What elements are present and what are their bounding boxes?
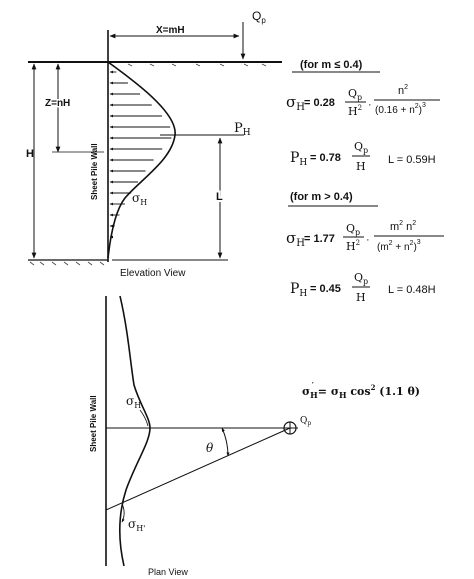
plan-sigma-leader (139, 409, 149, 427)
equations-panel: (for m ≤ 0.4) σH = 0.28 Qp H2 · n2 (0.16… (286, 59, 444, 304)
plan-load-label: Qp (300, 416, 311, 427)
plan-wall-label: Sheet Pile Wall (89, 395, 98, 452)
svg-text:(0.16 + n2)3: (0.16 + n2)3 (375, 102, 426, 116)
svg-text:H: H (356, 291, 366, 304)
case2-p-equation: PH = 0.45 Qp H L = 0.48H (290, 271, 436, 304)
case1-sigma-equation: σH = 0.28 Qp H2 · n2 (0.16 + n2)3 (286, 84, 440, 118)
svg-text:PH: PH (290, 281, 307, 299)
elevation-wall-label: Sheet Pile Wall (90, 143, 99, 200)
plan-caption: Plan View (148, 567, 188, 577)
pressure-distribution-curve (107, 61, 176, 259)
plan-view: σH′= σH cos2 (1.1 θ) Sheet Pile Wall Qp … (89, 295, 420, 577)
elevation-view: Sheet Pile Wall X=mH Qp H Z=nH PH L σH (26, 9, 282, 279)
point-load-label: Qp (252, 9, 266, 25)
plan-sigma-prime-arc (121, 503, 125, 523)
plan-inclined-line (105, 427, 291, 511)
svg-text:Qp: Qp (354, 140, 368, 155)
svg-text:Qp: Qp (348, 87, 362, 102)
svg-text:m2 n2: m2 n2 (390, 220, 416, 233)
svg-text:L = 0.48H: L = 0.48H (388, 284, 436, 296)
case2-condition: (for m > 0.4) (290, 191, 353, 203)
elevation-sigma-label: σH (132, 191, 147, 207)
base-hatching (29, 261, 105, 266)
svg-text:(m2 + n2)3: (m2 + n2)3 (377, 239, 421, 253)
svg-text:= 0.78: = 0.78 (310, 152, 341, 164)
plan-sigma-prime-label: σH' (128, 517, 145, 533)
theta-label: θ (206, 441, 214, 455)
svg-text:·: · (368, 99, 372, 111)
svg-text:H2: H2 (346, 239, 360, 253)
svg-text:= 1.77: = 1.77 (304, 233, 335, 245)
svg-text:= 0.45: = 0.45 (310, 283, 341, 295)
svg-text:H2: H2 (348, 104, 362, 118)
elevation-caption: Elevation View (120, 268, 186, 279)
svg-text:= 0.28: = 0.28 (304, 97, 335, 109)
l-dimension-label: L (216, 191, 223, 203)
z-dimension-label: Z=nH (45, 98, 70, 109)
x-dimension-label: X=mH (156, 25, 185, 36)
resultant-label: PH (234, 121, 251, 138)
h-dimension-label: H (26, 148, 34, 160)
svg-text:·: · (366, 234, 370, 246)
svg-text:PH: PH (290, 150, 307, 168)
plan-equation: σH′= σH cos2 (1.1 θ) (302, 380, 420, 400)
svg-text:n2: n2 (398, 84, 408, 97)
theta-angle-arc (221, 427, 230, 457)
case1-condition: (for m ≤ 0.4) (300, 59, 363, 71)
case2-sigma-equation: σH = 1.77 Qp H2 · m2 n2 (m2 + n2)3 (286, 220, 444, 253)
svg-text:Qp: Qp (346, 222, 360, 237)
svg-text:σH: σH (286, 93, 305, 113)
case1-p-equation: PH = 0.78 Qp H L = 0.59H (290, 140, 436, 173)
svg-text:σH: σH (286, 229, 305, 249)
ground-hatching (109, 63, 267, 67)
svg-text:Qp: Qp (354, 271, 368, 286)
svg-text:H: H (356, 160, 366, 173)
plan-sigma-label: σH (126, 394, 141, 410)
pressure-arrows (109, 70, 172, 239)
svg-text:L = 0.59H: L = 0.59H (388, 154, 436, 166)
